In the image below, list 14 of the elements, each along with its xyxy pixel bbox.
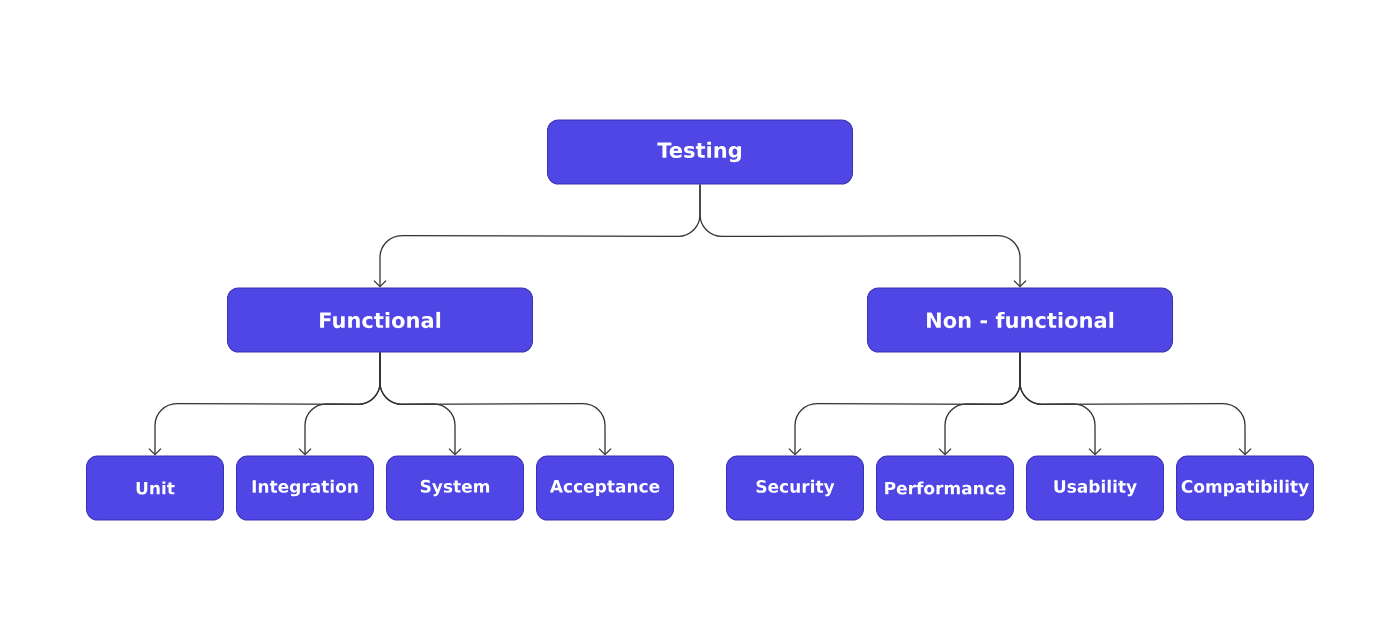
category-box: Usability	[1026, 455, 1164, 521]
category-box: System	[386, 455, 524, 521]
category-box: Performance	[876, 455, 1014, 521]
category-box: Testing	[547, 119, 853, 185]
category-box: Compatibility	[1176, 455, 1314, 521]
category-box: Acceptance	[536, 455, 674, 521]
category-box: Unit	[86, 455, 224, 521]
category-box: Non - functional	[867, 287, 1173, 353]
arrow	[1019, 351, 1252, 456]
arrow	[699, 183, 1027, 288]
category-box: Security	[726, 455, 864, 521]
arrow	[379, 351, 612, 456]
category-box: Integration	[236, 455, 374, 521]
category-box: Functional	[227, 287, 533, 353]
